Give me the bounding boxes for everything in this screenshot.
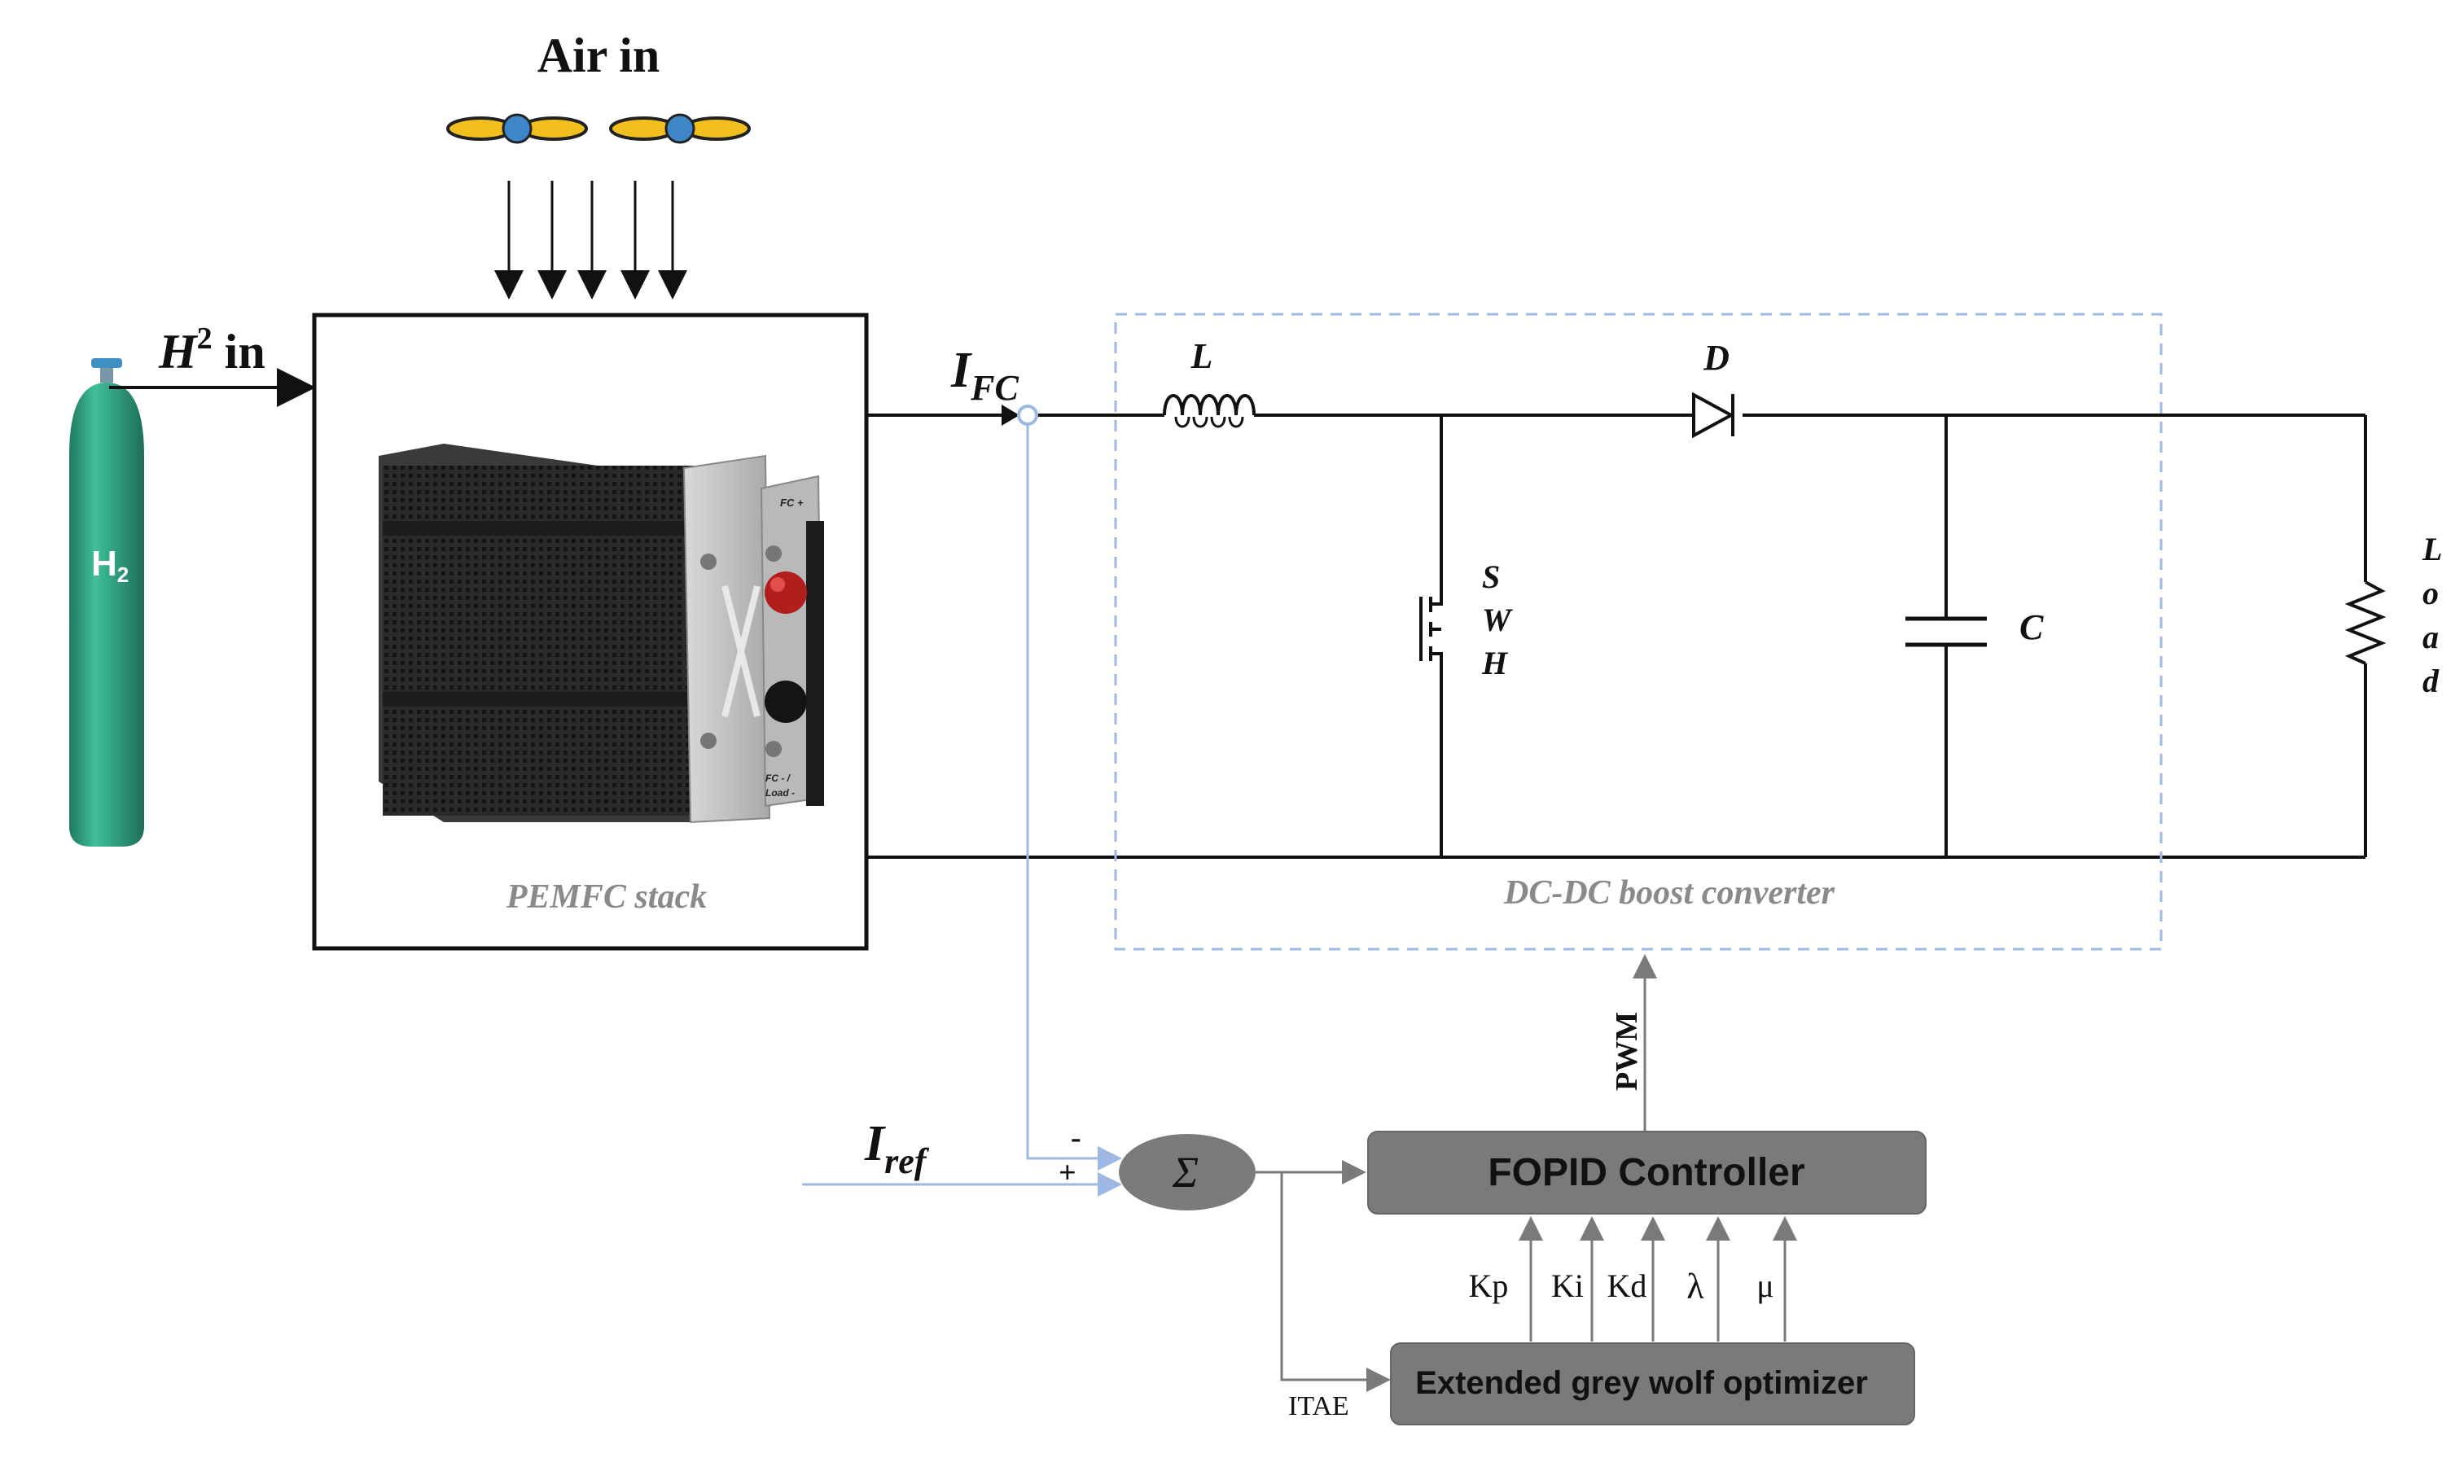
load-label-l: L [2422,531,2442,567]
capacitor-label: C [2019,607,2044,647]
itae-label: ITAE [1288,1391,1349,1421]
fan-icon-right [609,113,751,144]
fopid-controller-label: FOPID Controller [1488,1151,1804,1194]
ifc-arrow [1002,405,1019,426]
pemfc-stack-caption: PEMFC stack [506,878,707,916]
current-sensor [1017,405,1038,426]
fopid-controller-block [1367,1131,1927,1215]
parameter-arrows [1519,1216,1797,1342]
dc-dc-converter-box [1114,313,2163,951]
diode-icon [1692,392,1735,439]
circuit-wires [868,414,2367,859]
summing-symbol: Σ [1172,1148,1199,1197]
h2-in-label: H2 in [158,322,265,379]
optimizer-label: Extended grey wolf optimizer [1415,1365,1868,1401]
switch-icon [1419,597,1443,661]
plate-label-bottom-2: Load - [765,787,795,799]
inductor-label: L [1190,336,1213,376]
air-flow-arrows [494,181,687,300]
load-label-a: a [2422,619,2439,655]
capacitor-icon [1905,616,1987,647]
fuel-cell-stack-image: FC + FC - / Load - [379,444,824,824]
load-label-d: d [2422,663,2440,699]
fan-icon-left [446,113,588,144]
minus-sign: - [1071,1121,1081,1155]
param-mu: μ [1756,1267,1773,1304]
ifc-label: IFC [950,343,1019,408]
switch-label-w: W [1482,602,1513,638]
iref-label: Iref [864,1116,930,1181]
converter-caption: DC-DC boost converter [1503,874,1835,912]
load-resistor-icon [2344,580,2387,665]
param-lambda: λ [1686,1267,1704,1307]
optimizer-block [1390,1342,1915,1425]
cylinder-label: H2 [91,544,129,587]
switch-label-h: H [1481,645,1509,681]
diode-label: D [1703,338,1730,378]
feedback-line [1026,424,1122,1171]
plate-label-top: FC + [780,497,804,509]
error-to-optimizer-line [1280,1172,1391,1392]
load-label-o: o [2422,575,2439,611]
plate-label-bottom-1: FC - / [765,773,791,784]
param-kd: Kd [1607,1267,1647,1304]
switch-label-s: S [1482,558,1500,595]
param-ki: Ki [1551,1267,1584,1304]
inductor-icon [1163,394,1256,428]
param-kp: Kp [1469,1267,1509,1304]
plus-sign: + [1059,1156,1076,1190]
summing-junction [1119,1134,1256,1210]
pwm-label: PWM [1610,1012,1644,1091]
air-in-label: Air in [537,28,660,82]
hydrogen-cylinder-icon [69,358,144,847]
